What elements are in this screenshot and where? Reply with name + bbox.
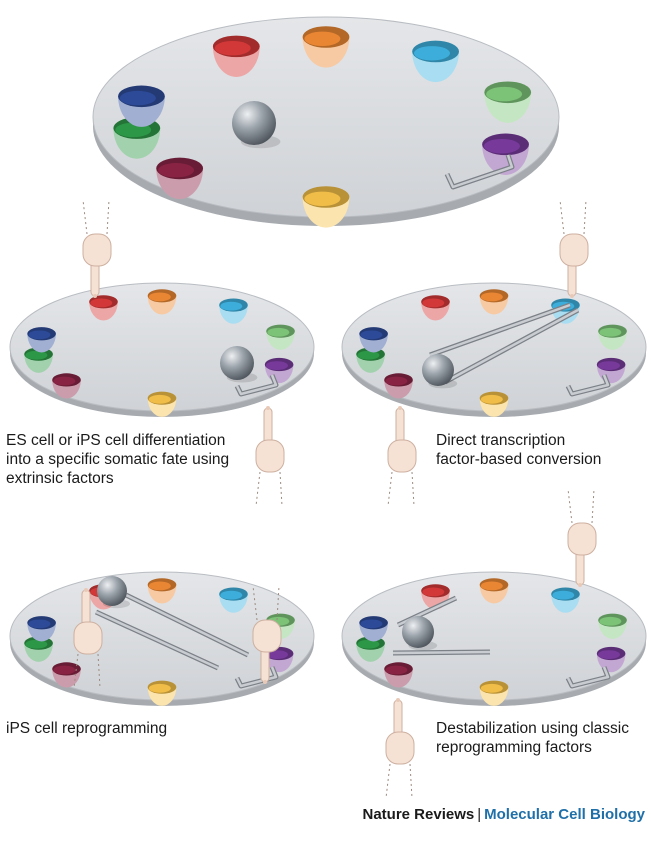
bowl-inner	[552, 591, 574, 600]
sphere-icon	[402, 616, 434, 648]
wrist-line	[412, 472, 414, 506]
bowl-inner	[158, 163, 194, 177]
hand-fist	[74, 622, 102, 654]
bowl-inner	[360, 330, 382, 339]
bowl-inner	[28, 330, 50, 339]
wrist-line	[410, 764, 412, 798]
hand-fist	[388, 440, 416, 472]
bowl-inner	[28, 619, 50, 628]
fingertip	[578, 583, 582, 587]
sphere-icon	[422, 354, 454, 386]
bowl-inner	[304, 192, 340, 206]
bowl-inner	[598, 650, 620, 659]
bowl-inner	[486, 87, 522, 101]
hand-fist	[386, 732, 414, 764]
bowl-inner	[422, 587, 444, 596]
hand-fist	[560, 234, 588, 266]
wrist-line	[388, 472, 392, 506]
caption-destabilization: Destabilization using classic reprogramm…	[436, 719, 629, 757]
wrist-line	[256, 472, 260, 506]
bowl-inner	[599, 617, 621, 626]
sphere-icon	[97, 576, 127, 606]
bowl-inner	[266, 361, 288, 370]
fingertip	[93, 294, 97, 298]
bowl-inner	[481, 582, 503, 591]
wrist-line	[560, 200, 564, 234]
bowl-inner	[385, 377, 407, 386]
journal-name: Molecular Cell Biology	[484, 806, 645, 823]
fingertip	[570, 294, 574, 298]
hand-fist	[253, 620, 281, 652]
bowl-inner	[149, 582, 171, 591]
wrist-line	[83, 200, 87, 234]
fingertip	[84, 588, 88, 592]
bowl-inner	[149, 293, 171, 302]
bowl-inner	[599, 328, 621, 337]
caption-extrinsic-factors: ES cell or iPS cell differentiation into…	[6, 431, 229, 488]
fingertip	[266, 406, 270, 410]
panel-ips	[10, 572, 314, 706]
bowl-inner	[481, 395, 503, 404]
wrist-line	[386, 764, 390, 798]
bowl-inner	[220, 302, 242, 311]
wrist-line	[280, 472, 282, 506]
bowl-inner	[53, 666, 75, 675]
sphere-icon	[232, 101, 276, 145]
publisher-name: Nature Reviews	[363, 806, 475, 823]
wrist-line	[568, 489, 572, 523]
panel-overview	[93, 17, 559, 228]
bowl-inner	[414, 46, 450, 60]
caption-ips-reprogramming: iPS cell reprogramming	[6, 719, 167, 738]
hand-up	[256, 406, 284, 506]
wrist-line	[107, 200, 109, 234]
hand-up	[388, 406, 416, 506]
bowl-inner	[149, 395, 171, 404]
bowl-inner	[598, 361, 620, 370]
hand-down	[83, 200, 111, 298]
bowl-inner	[120, 91, 156, 105]
fingertip	[398, 406, 402, 410]
journal-footer: Nature Reviews|Molecular Cell Biology	[363, 806, 646, 823]
bowl-inner	[360, 619, 382, 628]
wrist-line	[584, 200, 586, 234]
bowl-inner	[304, 32, 340, 46]
bowl-inner	[422, 298, 444, 307]
fingertip	[263, 680, 267, 684]
hand-fist	[256, 440, 284, 472]
hand-fist	[83, 234, 111, 266]
bowl-inner	[149, 684, 171, 693]
bowl-inner	[385, 666, 407, 675]
hand-down	[560, 200, 588, 298]
bowl-inner	[90, 298, 112, 307]
rail-track-icon-highlight	[393, 652, 490, 653]
footer-separator: |	[477, 806, 481, 823]
caption-direct-conversion: Direct transcription factor-based conver…	[436, 431, 601, 469]
bowl-inner	[481, 684, 503, 693]
bowl-inner	[220, 591, 242, 600]
bowl-inner	[53, 377, 75, 386]
hand-fist	[568, 523, 596, 555]
hand-up	[386, 698, 414, 798]
hand-down	[568, 489, 596, 587]
bowl-inner	[215, 41, 251, 55]
bowl-inner	[481, 293, 503, 302]
sphere-icon	[220, 346, 254, 380]
bowl-inner	[267, 328, 289, 337]
wrist-line	[592, 489, 594, 523]
bowl-inner	[484, 139, 520, 153]
fingertip	[396, 698, 400, 702]
